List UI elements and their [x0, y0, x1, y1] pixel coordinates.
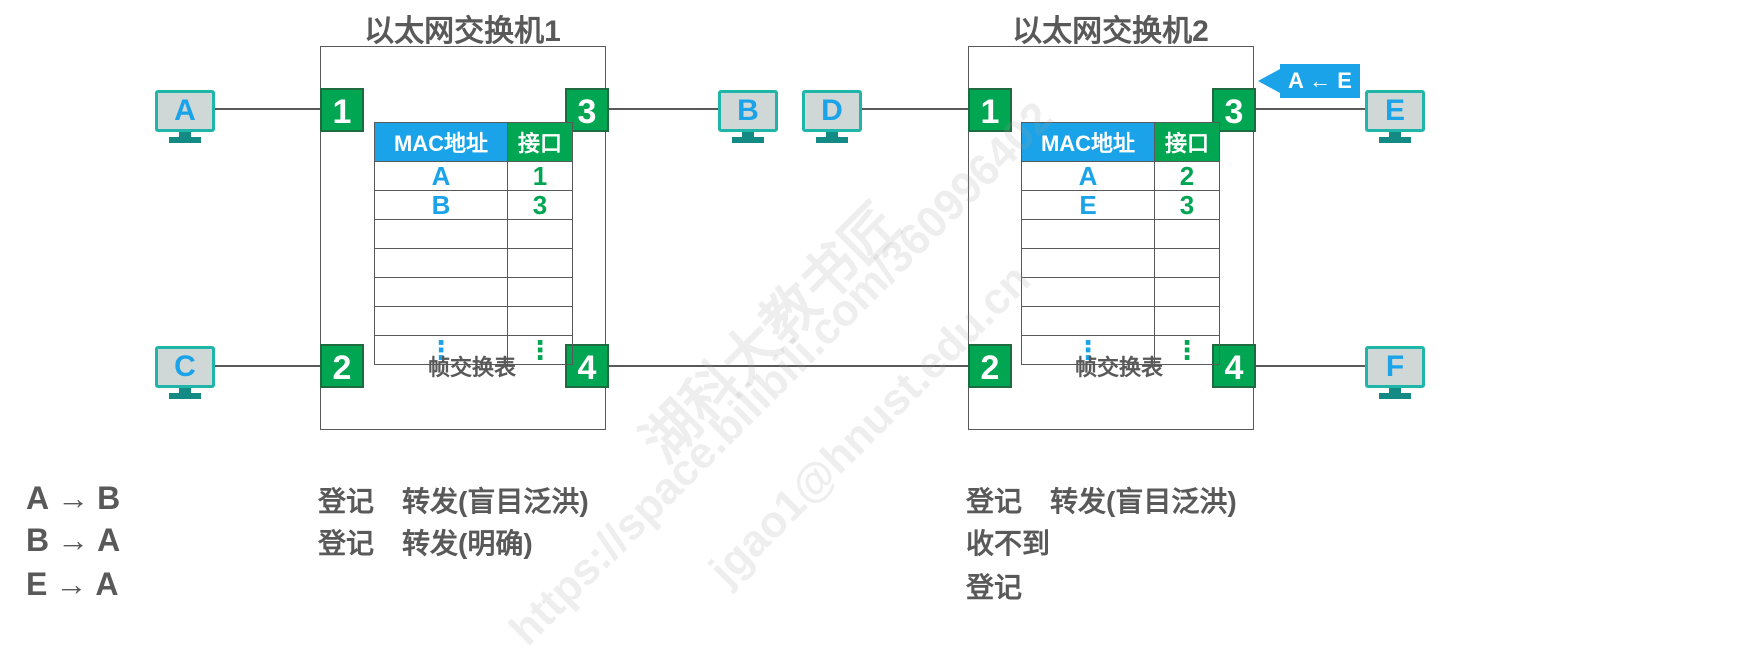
- switch1-title: 以太网交换机1: [364, 15, 561, 48]
- frame-direction-arrow-icon: [1258, 69, 1280, 93]
- switch2-row2-mac: E: [1021, 190, 1155, 220]
- flow-1-from: A: [26, 480, 50, 516]
- host-b-label: B: [718, 90, 778, 132]
- switch2-port-3: 3: [1212, 88, 1256, 132]
- switch2-row2-port: 3: [1154, 190, 1220, 220]
- host-e-label: E: [1365, 90, 1425, 132]
- flow-2-to: A: [97, 522, 121, 558]
- table-row: [1021, 248, 1220, 278]
- table-row: E 3: [1021, 190, 1220, 220]
- table-row: [374, 248, 573, 278]
- switch1-action-1: 登记 转发(盲目泛洪): [318, 486, 589, 517]
- switch2-row1-mac: A: [1021, 161, 1155, 191]
- switch1-frame-table: MAC地址 接口 A 1 B 3 ⋮ ⋮: [374, 122, 573, 365]
- host-f-label: F: [1365, 346, 1425, 388]
- table-row: A 1: [374, 161, 573, 191]
- table-row: [1021, 306, 1220, 336]
- switch2-port-1: 1: [968, 88, 1012, 132]
- switch2-action-2: 收不到: [966, 528, 1051, 559]
- flow-2-from: B: [26, 522, 50, 558]
- switch1-action-2: 登记 转发(明确): [318, 528, 533, 559]
- switch1-dots-port: ⋮: [507, 335, 573, 365]
- switch1-header-mac: MAC地址: [374, 122, 508, 162]
- switch1-row1-port: 1: [507, 161, 573, 191]
- wire-c-port2: [208, 365, 322, 367]
- table-row: [374, 219, 573, 249]
- table-row: A 2: [1021, 161, 1220, 191]
- flow-2: B→A: [26, 522, 120, 559]
- frame-tag: A ← E: [1280, 64, 1360, 98]
- table-row: [374, 277, 573, 307]
- switch1-port-4: 4: [565, 344, 609, 388]
- wire-a-port1: [208, 108, 322, 110]
- switch2-action-3: 登记: [966, 572, 1023, 603]
- switch1-table-caption: 帧交换表: [427, 355, 516, 380]
- flow-3-to: A: [95, 566, 119, 602]
- flow-3: E→A: [26, 566, 118, 603]
- flow-3-from: E: [26, 566, 48, 602]
- arrow-right-icon: →: [57, 522, 90, 558]
- switch1-row2-port: 3: [507, 190, 573, 220]
- table-row: ⋮ ⋮: [374, 335, 573, 365]
- wire-sw2port3-e: [1252, 108, 1370, 110]
- switch2-action-1: 登记 转发(盲目泛洪): [966, 486, 1237, 517]
- switch2-port-2: 2: [968, 344, 1012, 388]
- host-b: B: [718, 90, 778, 143]
- host-f: F: [1365, 346, 1425, 399]
- switch2-table-caption: 帧交换表: [1074, 355, 1163, 380]
- wire-d-sw2port1: [855, 108, 970, 110]
- switch2-header-mac: MAC地址: [1021, 122, 1155, 162]
- host-e: E: [1365, 90, 1425, 143]
- host-a: A: [155, 90, 215, 143]
- host-d-label: D: [802, 90, 862, 132]
- arrow-right-icon: →: [57, 480, 90, 516]
- wire-sw2port4-f: [1252, 365, 1370, 367]
- switch1-header-port: 接口: [507, 122, 573, 162]
- switch2-dots-port: ⋮: [1154, 335, 1220, 365]
- table-row: ⋮ ⋮: [1021, 335, 1220, 365]
- table-row: [374, 306, 573, 336]
- table-row: [1021, 277, 1220, 307]
- switch1-port-2: 2: [320, 344, 364, 388]
- switch2-row1-port: 2: [1154, 161, 1220, 191]
- host-d: D: [802, 90, 862, 143]
- host-c: C: [155, 346, 215, 399]
- wire-port3-b: [605, 108, 723, 110]
- switch2-title: 以太网交换机2: [1012, 15, 1209, 48]
- host-c-label: C: [155, 346, 215, 388]
- host-a-label: A: [155, 90, 215, 132]
- flow-1-to: B: [97, 480, 121, 516]
- switch1-row2-mac: B: [374, 190, 508, 220]
- switch1-row1-mac: A: [374, 161, 508, 191]
- switch2-dots-mac: ⋮: [1021, 335, 1155, 365]
- wire-sw1port4-sw2port2: [605, 365, 970, 367]
- switch2-header-port: 接口: [1154, 122, 1220, 162]
- flow-1: A→B: [26, 480, 120, 517]
- table-row: [1021, 219, 1220, 249]
- arrow-right-icon: →: [55, 566, 88, 602]
- switch1-port-1: 1: [320, 88, 364, 132]
- switch2-frame-table: MAC地址 接口 A 2 E 3 ⋮ ⋮: [1021, 122, 1220, 365]
- switch1-dots-mac: ⋮: [374, 335, 508, 365]
- table-row: B 3: [374, 190, 573, 220]
